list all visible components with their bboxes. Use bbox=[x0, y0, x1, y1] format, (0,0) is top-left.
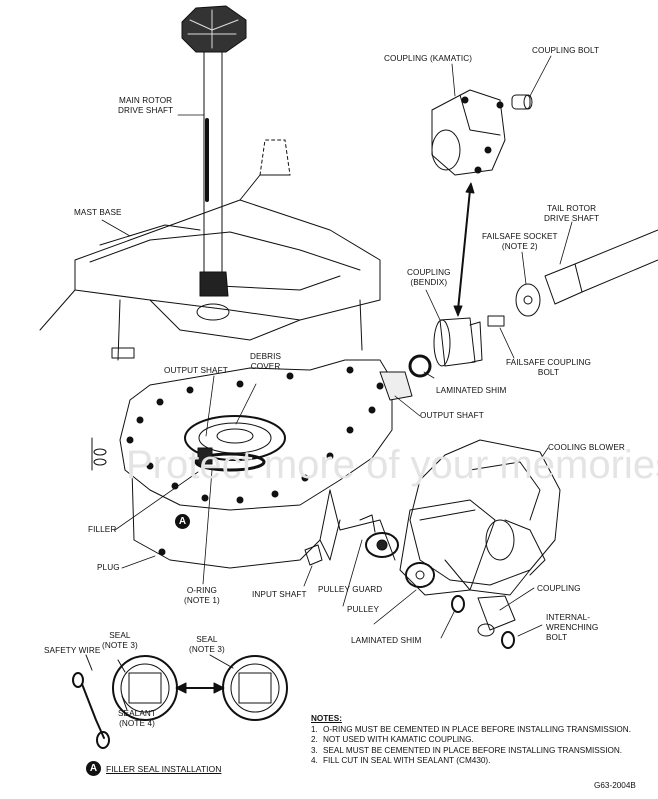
label-cooling-blower: COOLING BLOWER bbox=[548, 443, 625, 452]
transmission-housing bbox=[91, 359, 413, 569]
label-sealant: SEALANT(NOTE 4) bbox=[118, 709, 157, 728]
label-filler: FILLER bbox=[88, 525, 117, 534]
notes-title: NOTES: bbox=[311, 714, 342, 723]
label-plug: PLUG bbox=[97, 563, 120, 572]
mast-base-structure bbox=[39, 139, 381, 361]
label-output-shaft-right: OUTPUT SHAFT bbox=[420, 411, 484, 420]
label-seal-left: SEAL(NOTE 3) bbox=[102, 631, 138, 650]
filler-seal-installation-title: FILLER SEAL INSTALLATION bbox=[106, 764, 222, 774]
label-coupling-bolt: COUPLING BOLT bbox=[532, 46, 600, 55]
label-input-shaft: INPUT SHAFT bbox=[252, 590, 307, 599]
label-coupling-kamatic: COUPLING (KAMATIC) bbox=[384, 54, 473, 63]
callout-a-title-marker: A bbox=[86, 761, 101, 776]
label-laminated-shim-top: LAMINATED SHIM bbox=[436, 386, 507, 395]
label-pulley: PULLEY bbox=[347, 605, 380, 614]
filler-seal-detail bbox=[72, 654, 288, 749]
label-laminated-shim-bottom: LAMINATED SHIM bbox=[351, 636, 422, 645]
kamatic-coupling bbox=[431, 89, 533, 176]
label-o-ring: O-RING(NOTE 1) bbox=[184, 586, 220, 605]
bendix-coupling-assembly bbox=[408, 229, 658, 378]
coupling-and-bolt bbox=[451, 595, 516, 649]
watermark-text: Protect more of your memories for less! … bbox=[126, 443, 658, 487]
watermark: Protect more of your memories for less! … bbox=[126, 443, 658, 487]
label-mast-base: MAST BASE bbox=[74, 208, 122, 217]
figure-id: G63-2004B bbox=[594, 781, 636, 790]
notes-block: NOTES: 1.O-RING MUST BE CEMENTED IN PLAC… bbox=[311, 714, 631, 767]
cooling-blower bbox=[409, 439, 561, 596]
label-coupling-bendix: COUPLING(BENDIX) bbox=[407, 268, 451, 287]
label-failsafe-socket: FAILSAFE SOCKET(NOTE 2) bbox=[482, 232, 558, 251]
note-item: 2.NOT USED WITH KAMATIC COUPLING. bbox=[311, 735, 474, 745]
main-rotor-drive-shaft bbox=[181, 5, 247, 321]
label-coupling-right: COUPLING bbox=[537, 584, 581, 593]
callout-a-marker: A bbox=[175, 514, 190, 529]
label-output-shaft-top: OUTPUT SHAFT bbox=[164, 366, 228, 375]
pulley-guard bbox=[304, 489, 496, 596]
note-item: 4.FILL CUT IN SEAL WITH SEALANT (CM430). bbox=[311, 756, 491, 766]
leader-lines bbox=[101, 55, 573, 639]
label-pulley-guard: PULLEY GUARD bbox=[318, 585, 383, 594]
note-item: 1.O-RING MUST BE CEMENTED IN PLACE BEFOR… bbox=[311, 724, 631, 734]
note-item: 3.SEAL MUST BE CEMENTED IN PLACE BEFORE … bbox=[311, 745, 623, 755]
label-safety-wire: SAFETY WIRE bbox=[44, 646, 101, 655]
label-seal-right: SEAL(NOTE 3) bbox=[189, 635, 225, 654]
